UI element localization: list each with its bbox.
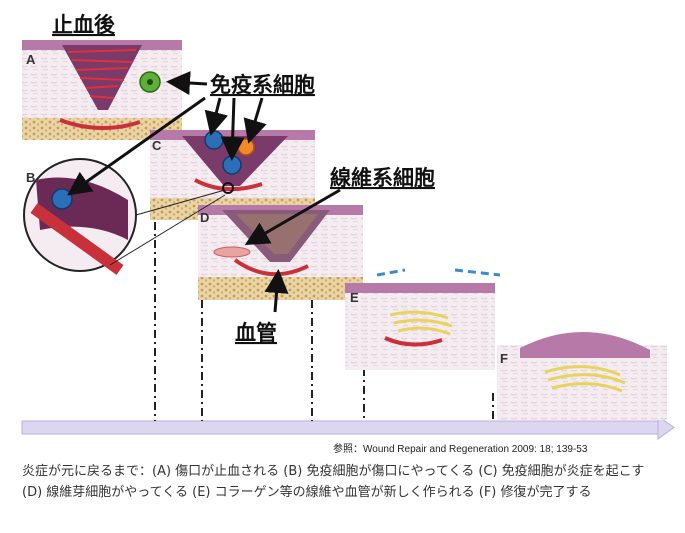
panel-label-e: E <box>350 290 359 305</box>
panel-label-b: B <box>26 170 35 185</box>
label-hemostasis: 止血後 <box>52 13 116 37</box>
figure-caption: 炎症が元に戻るまで：(A) 傷口が止血される (B) 免疫細胞が傷口にやってくる… <box>22 464 645 500</box>
panel-label-c: C <box>152 138 162 153</box>
reference-text: 参照：Wound Repair and Regeneration 2009: 1… <box>333 442 588 455</box>
panel-label-a: A <box>26 52 36 67</box>
label-blood-vessel: 血管 <box>235 321 277 345</box>
callout-arrows <box>67 71 341 313</box>
wound-healing-diagram: A B C D E F 止血後 免疫系細胞 線維系細胞 血管 参照：Wound … <box>21 13 675 455</box>
label-immune-cells: 免疫系細胞 <box>210 73 315 97</box>
panel-f <box>497 331 667 420</box>
timeline-arrow <box>21 415 675 440</box>
panel-b <box>23 158 226 275</box>
panel-labels: A B C D E F <box>26 52 508 366</box>
panel-e <box>345 268 501 370</box>
panel-label-f: F <box>500 351 508 366</box>
panel-d <box>198 205 363 300</box>
panel-a <box>22 40 182 140</box>
timeline-markers <box>154 222 494 421</box>
panel-label-d: D <box>200 210 209 225</box>
label-fibroblasts: 線維系細胞 <box>330 166 435 190</box>
